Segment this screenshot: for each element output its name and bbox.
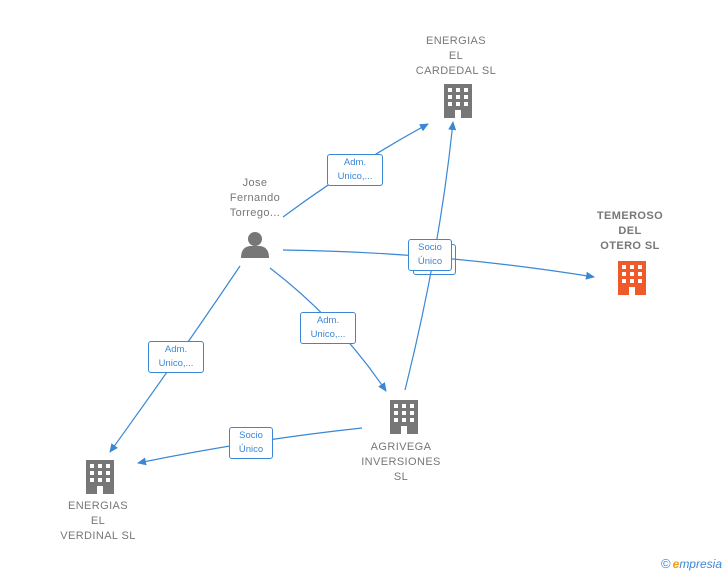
node-label-temeroso[interactable]: TEMEROSO DEL OTERO SL [596,210,664,252]
edge-label-socio-center: Socio Único [408,239,456,275]
person-icon[interactable] [241,232,269,258]
building-icon-temeroso[interactable] [618,261,646,295]
copyright-icon: © [661,556,671,571]
brand-footer[interactable]: ©empresia [661,556,722,571]
edge-label-line2: Único [417,256,443,267]
brand-logo-letter: e [672,557,680,571]
edge-label-line1: Adm. [164,344,188,355]
edge-label-person-cardedal: Adm. Unico,... [327,154,383,186]
node-label-person[interactable]: Jose Fernando Torrego... [229,177,281,219]
edge-label-line2: Unico,... [337,171,373,182]
edge-label-line2: Unico,... [310,329,346,340]
edge-label-line1: Adm. [316,315,340,326]
edge-label-line2: Unico,... [158,358,194,369]
edge-label-agrivega-verdinal: Socio Único [229,427,273,459]
node-label-agrivega[interactable]: AGRIVEGA INVERSIONES SL [361,441,441,483]
building-icon-verdinal[interactable] [86,460,114,494]
edge-label-line2: Único [238,444,264,455]
building-icon-agrivega[interactable] [390,400,418,434]
node-label-verdinal[interactable]: ENERGIAS EL VERDINAL SL [60,500,136,542]
node-label-cardedal[interactable]: ENERGIAS EL CARDEDAL SL [415,35,497,77]
edge-label-line1: Socio [239,430,263,441]
edge-label-line1: Adm. [343,157,367,168]
edge-label-person-verdinal: Adm. Unico,... [148,341,204,373]
edge-label-line1: Socio [418,242,442,253]
building-icon-cardedal[interactable] [444,84,472,118]
edge-label-person-agrivega: Adm. Unico,... [300,312,356,344]
brand-name: mpresia [679,557,722,571]
